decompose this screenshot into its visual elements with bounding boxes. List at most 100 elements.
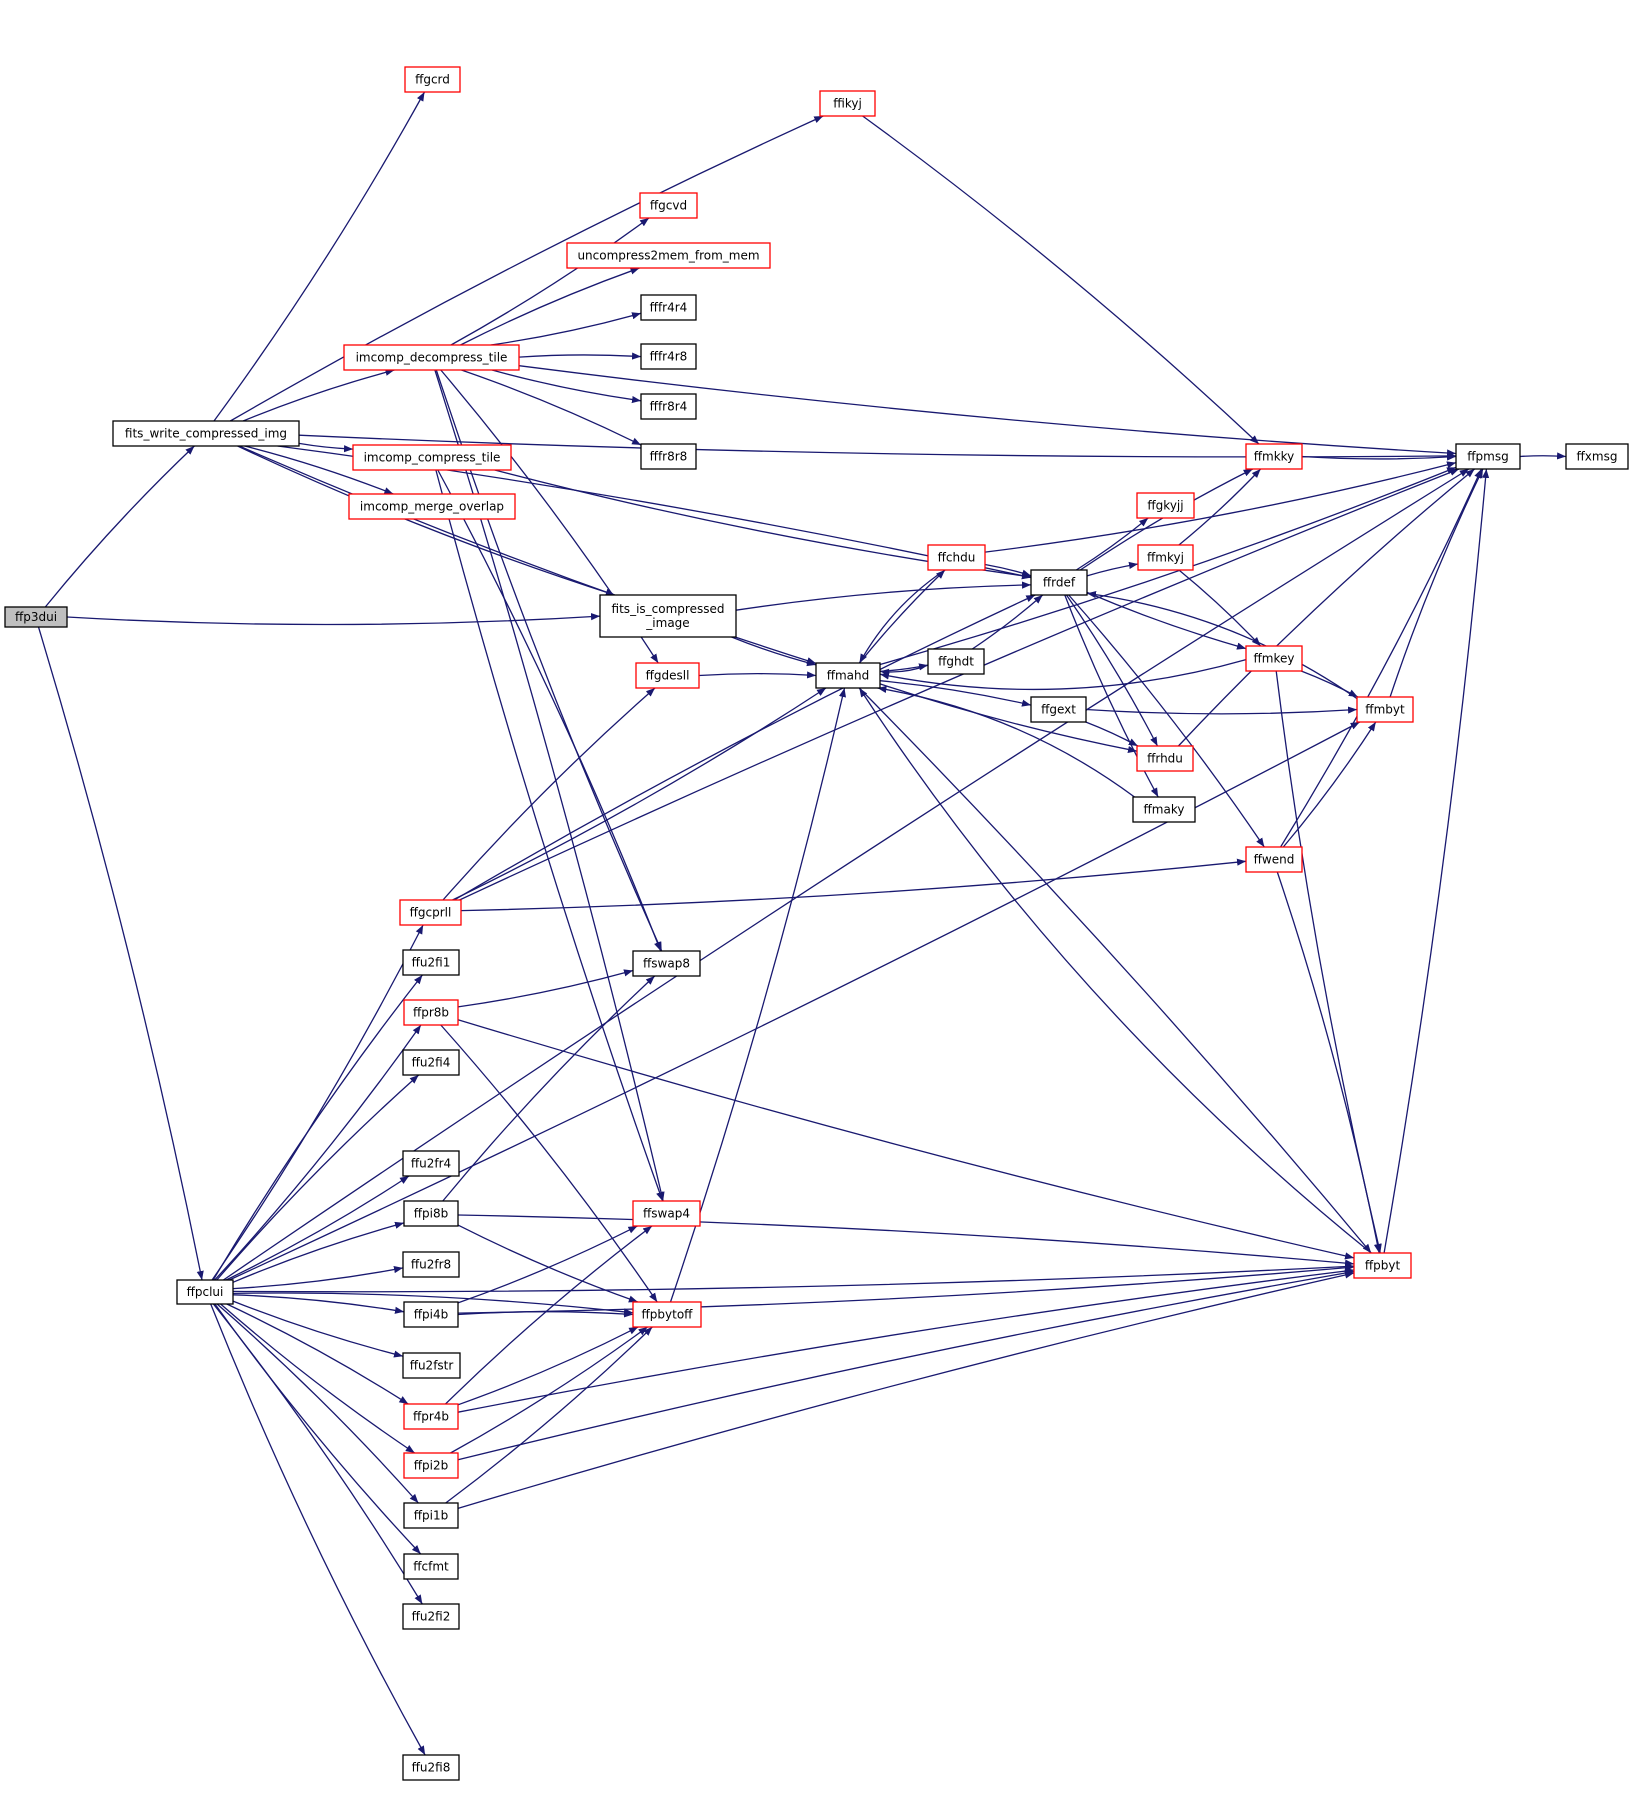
node-ffrdef[interactable]: ffrdef	[1030, 569, 1088, 596]
node-ffu2fi2[interactable]: ffu2fi2	[402, 1603, 460, 1630]
edge-ffmbyt-to-ffpmsg	[1389, 468, 1484, 698]
edge-ffpclui-to-ffu2fr4	[225, 1175, 410, 1281]
node-label: ffgdesll	[646, 669, 690, 683]
node-box	[1356, 696, 1414, 723]
node-ffmkky[interactable]: ffmkky	[1245, 443, 1303, 470]
node-fffr4r4[interactable]: fffr4r4	[640, 294, 697, 321]
edge-ffpclui-to-ffpbytoff	[232, 1292, 634, 1316]
node-box	[1455, 443, 1521, 470]
node-ffp3dui[interactable]: ffp3dui	[4, 606, 68, 628]
node-label: ffikyj	[833, 97, 862, 111]
node-ffu2fi8[interactable]: ffu2fi8	[402, 1754, 460, 1781]
node-label: ffpi4b	[414, 1308, 448, 1322]
node-ffrhdu[interactable]: ffrhdu	[1136, 745, 1194, 772]
node-ffpi2b[interactable]: ffpi2b	[403, 1452, 459, 1479]
node-ffmbyt[interactable]: ffmbyt	[1356, 696, 1414, 723]
node-ffgcvd[interactable]: ffgcvd	[639, 192, 698, 219]
node-ffu2fr8[interactable]: ffu2fr8	[402, 1251, 460, 1278]
node-ffgext[interactable]: ffgext	[1030, 696, 1087, 723]
node-ffpmsg[interactable]: ffpmsg	[1455, 443, 1521, 470]
node-box	[4, 606, 68, 628]
edge-imcomp_decompress_tile-to-fffr4r4	[490, 312, 642, 346]
node-ffpclui[interactable]: ffpclui	[176, 1279, 234, 1305]
edge-ffpclui-to-ffu2fi4	[216, 1074, 420, 1281]
edge-imcomp_decompress_tile-to-ffpmsg	[518, 365, 1457, 457]
node-label: ffpi1b	[414, 1509, 448, 1523]
node-ffxmsg[interactable]: ffxmsg	[1565, 443, 1629, 470]
node-ffmaky[interactable]: ffmaky	[1132, 796, 1196, 823]
node-ffghdt[interactable]: ffghdt	[927, 648, 985, 675]
node-imcomp-merge-overlap[interactable]: imcomp_merge_overlap	[348, 493, 516, 520]
node-label: ffmaky	[1144, 803, 1185, 817]
node-ffpbyt[interactable]: ffpbyt	[1353, 1252, 1412, 1279]
node-label: ffgext	[1041, 703, 1076, 717]
node-ffu2fr4[interactable]: ffu2fr4	[402, 1150, 460, 1177]
edge-ffmkyj-to-ffmkky	[1178, 468, 1262, 546]
node-ffswap4[interactable]: ffswap4	[632, 1200, 701, 1227]
node-uncompress2mem-from-mem[interactable]: uncompress2mem_from_mem	[566, 242, 771, 269]
node-box	[640, 294, 697, 321]
node-ffwend[interactable]: ffwend	[1245, 846, 1303, 873]
node-fffr4r8[interactable]: fffr4r8	[640, 343, 697, 370]
edge-ffgext-to-ffmbyt	[1085, 706, 1358, 715]
edge-ffpr4b-to-ffpbytoff	[457, 1326, 639, 1406]
edge-ffpr8b-to-ffpbyt	[457, 1019, 1355, 1260]
node-ffpi1b[interactable]: ffpi1b	[403, 1502, 459, 1529]
node-label: ffghdt	[938, 655, 974, 669]
edge-ffpi8b-to-ffpbytoff	[457, 1224, 639, 1303]
edge-ffchdu-to-ffrdef	[984, 563, 1032, 577]
node-ffgkyjj[interactable]: ffgkyjj	[1136, 492, 1195, 519]
edge-ffrdef-to-ffwend	[1068, 594, 1265, 848]
node-label: ffu2fr8	[411, 1258, 451, 1272]
node-ffu2fstr[interactable]: ffu2fstr	[402, 1352, 461, 1379]
edge-imcomp_decompress_tile-to-ffgcvd	[450, 217, 650, 346]
edge-ffmkey-to-ffmbyt	[1300, 670, 1359, 698]
node-ffcfmt[interactable]: ffcfmt	[403, 1553, 459, 1580]
node-label: ffxmsg	[1577, 450, 1618, 464]
edge-ffpclui-to-ffpi2b	[220, 1303, 416, 1454]
node-imcomp-decompress-tile[interactable]: imcomp_decompress_tile	[343, 344, 520, 371]
edge-ffrdef-to-ffmkyj	[1086, 561, 1139, 577]
node-box	[632, 1200, 701, 1227]
edge-ffrdef-to-ffrhdu	[1065, 594, 1159, 747]
node-ffpr4b[interactable]: ffpr4b	[403, 1403, 459, 1430]
node-ffswap8[interactable]: ffswap8	[632, 950, 701, 977]
edge-ffpr4b-to-ffpbyt	[457, 1267, 1355, 1413]
node-box	[1245, 443, 1303, 470]
node-ffmahd[interactable]: ffmahd	[815, 662, 881, 689]
node-fffr8r8[interactable]: fffr8r8	[640, 443, 697, 470]
node-box	[404, 66, 461, 93]
edge-ffpclui-to-ffu2fstr	[232, 1300, 404, 1358]
edge-imcomp_decompress_tile-to-uncompress2mem_from_mem	[460, 267, 640, 346]
node-ffpr8b[interactable]: ffpr8b	[403, 999, 459, 1026]
edge-ffchdu-to-ffmahd	[858, 569, 946, 664]
node-box	[403, 1553, 459, 1580]
node-box	[402, 949, 460, 976]
node-label: ffgkyjj	[1147, 499, 1183, 513]
node-fits-write-compressed-img[interactable]: fits_write_compressed_img	[112, 420, 300, 447]
edge-ffchdu-to-ffpmsg	[984, 461, 1457, 553]
node-ffchdu[interactable]: ffchdu	[927, 544, 986, 571]
node-ffu2fi1[interactable]: ffu2fi1	[402, 949, 460, 976]
node-fits-is-compressed-image[interactable]: fits_is_compressed_image	[599, 594, 737, 638]
node-box	[402, 1150, 460, 1177]
node-ffgdesll[interactable]: ffgdesll	[635, 662, 700, 689]
node-ffu2fi4[interactable]: ffu2fi4	[402, 1049, 460, 1076]
node-box	[632, 1301, 702, 1328]
edge-ffmkky-to-ffpmsg	[1301, 453, 1457, 461]
node-box	[343, 344, 520, 371]
node-ffmkyj[interactable]: ffmkyj	[1137, 544, 1194, 571]
node-ffpi8b[interactable]: ffpi8b	[403, 1200, 459, 1227]
node-label: ffpmsg	[1467, 450, 1508, 464]
node-ffikyj[interactable]: ffikyj	[819, 90, 876, 117]
node-label: ffgcrd	[415, 73, 450, 87]
node-ffmkey[interactable]: ffmkey	[1245, 645, 1303, 672]
node-fffr8r4[interactable]: fffr8r4	[640, 393, 697, 420]
node-ffpi4b[interactable]: ffpi4b	[403, 1301, 459, 1328]
node-ffpbytoff[interactable]: ffpbytoff	[632, 1301, 702, 1328]
node-label: ffcfmt	[413, 1560, 449, 1574]
node-ffgcrd[interactable]: ffgcrd	[404, 66, 461, 93]
edge-imcomp_decompress_tile-to-fffr8r8	[461, 369, 642, 446]
node-ffgcprll[interactable]: ffgcprll	[399, 899, 462, 926]
node-imcomp-compress-tile[interactable]: imcomp_compress_tile	[352, 444, 512, 471]
